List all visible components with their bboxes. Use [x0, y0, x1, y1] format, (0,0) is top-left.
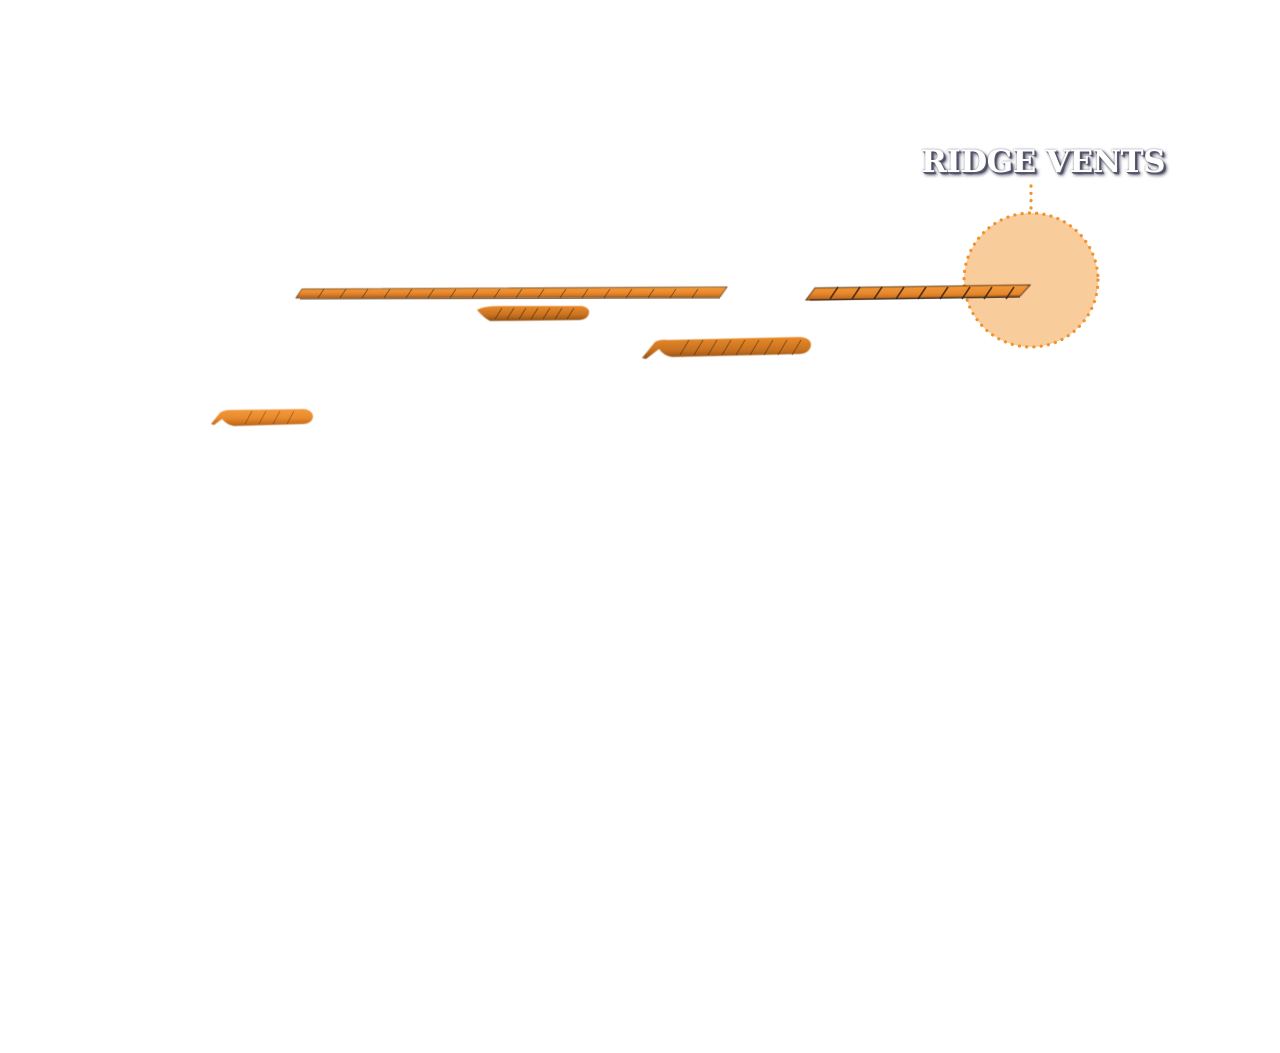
ridge-vent-left-small [211, 409, 313, 426]
hatch-mark [559, 288, 567, 299]
hatch-mark [851, 286, 861, 300]
hatch-mark [873, 286, 883, 300]
hatch-mark [829, 286, 839, 300]
hatch-mark [735, 339, 746, 356]
hatch-mark [339, 288, 347, 299]
ridge-vent-main-long [295, 286, 728, 300]
hatch-mark [749, 339, 760, 356]
hatch-mark [917, 286, 927, 300]
hatch-mark [317, 288, 325, 299]
hatch-mark [961, 286, 971, 300]
hatch-mark [258, 410, 267, 425]
hatch-mark [647, 288, 655, 299]
hatch-mark [939, 286, 949, 300]
hatch-mark [537, 288, 545, 299]
hatch-mark [515, 288, 523, 299]
hatch-mark [707, 339, 718, 356]
hatch-mark [721, 339, 732, 356]
callout-label-ridge-vents: RIDGE VENTS [920, 144, 1166, 180]
ridge-vent-center-short [477, 306, 590, 321]
hatch-mark [244, 410, 253, 425]
callout-circle [962, 211, 1100, 349]
hatch-mark [693, 339, 704, 356]
hatch-mark [777, 339, 788, 356]
hatch-mark [1005, 286, 1015, 300]
hatch-mark [286, 410, 295, 425]
hatch-mark [983, 286, 993, 300]
ridge-vent-center-right [642, 337, 811, 359]
hatch-mark [554, 307, 563, 320]
hatch-mark [625, 288, 633, 299]
hatch-mark [691, 288, 699, 299]
hatch-mark [449, 288, 457, 299]
hatch-mark [530, 307, 539, 320]
hatch-mark [581, 288, 589, 299]
hatch-mark [542, 307, 551, 320]
hatch-mark [895, 286, 905, 300]
hatch-mark [566, 307, 575, 320]
hatch-mark [506, 307, 515, 320]
hatch-mark [791, 339, 802, 356]
hatch-mark [494, 307, 503, 320]
hatch-mark [669, 288, 677, 299]
hatch-mark [272, 410, 281, 425]
vent-hatch-marks [244, 286, 1015, 425]
callout-magnifier [962, 184, 1100, 349]
hatch-mark [427, 288, 435, 299]
hatch-mark [603, 288, 611, 299]
hatch-mark [493, 288, 501, 299]
hatch-mark [679, 339, 690, 356]
hatch-mark [361, 288, 369, 299]
hatch-mark [405, 288, 413, 299]
hatch-mark [763, 339, 774, 356]
hatch-mark [471, 288, 479, 299]
hatch-mark [383, 288, 391, 299]
hatch-mark [518, 307, 527, 320]
